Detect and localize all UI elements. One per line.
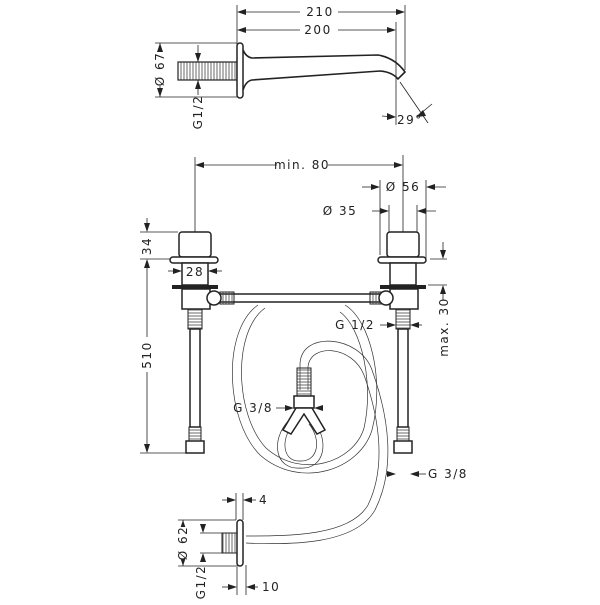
dimension-diameter-56: Ø 56 — [362, 180, 446, 258]
spout-thread-stub — [177, 61, 238, 81]
valves-view: min. 80 — [140, 155, 468, 545]
diameter-35-label: Ø 35 — [323, 204, 358, 218]
max-30-label: max. 30 — [437, 297, 451, 357]
dimension-diameter-35: Ø 35 — [323, 204, 436, 232]
dim-510-label: 510 — [140, 341, 154, 368]
dimension-34: 34 — [140, 218, 178, 260]
wall-connector-stub — [221, 532, 238, 554]
right-valve — [377, 231, 427, 454]
dim-4-label: 4 — [259, 493, 268, 507]
dimension-wall-thread: G1/2 — [194, 524, 222, 599]
spout-thread-label: G1/2 — [191, 95, 205, 130]
dimension-200: 200 — [237, 23, 396, 37]
g-3-8-center-label: G 3/8 — [233, 401, 273, 415]
dimension-g-half: G 1/2 — [335, 318, 422, 332]
diameter-56-label: Ø 56 — [386, 180, 421, 194]
dim-210-label: 210 — [306, 5, 333, 19]
dimension-max-30: max. 30 — [428, 242, 451, 357]
wall-thread-label: G1/2 — [194, 565, 208, 600]
spout-view: 210 200 Ø 67 G1/2 29° — [153, 5, 433, 129]
dimension-g-3-8-right: G 3/8 — [386, 467, 468, 481]
g-3-8-right-label: G 3/8 — [428, 467, 468, 481]
dim-34-label: 34 — [140, 237, 154, 255]
left-valve — [169, 231, 222, 454]
dim-10-label: 10 — [262, 580, 280, 594]
dimension-210: 210 — [237, 5, 405, 19]
diameter-62-label: Ø 62 — [176, 526, 190, 561]
g-half-label: G 1/2 — [335, 318, 375, 332]
dimension-diameter-67: Ø 67 — [153, 42, 237, 98]
pipe-fitting-left — [219, 291, 235, 305]
dimension-spout-thread: G1/2 — [191, 45, 205, 129]
dimension-min-80: min. 80 — [195, 158, 403, 172]
dim-28-label: 28 — [186, 265, 204, 279]
wall-connector-flange — [236, 519, 244, 567]
connecting-pipe — [219, 293, 386, 303]
flexible-hose — [232, 304, 389, 545]
dim-200-label: 200 — [304, 23, 331, 37]
dimension-510: 510 — [140, 259, 186, 454]
dimension-4: 4 — [222, 493, 268, 507]
dim-67-label: Ø 67 — [153, 52, 167, 87]
dimension-angle-29: 29° — [381, 81, 433, 127]
dimension-10: 10 — [222, 580, 280, 594]
dimension-g-3-8-center: G 3/8 — [233, 401, 323, 415]
spout-body — [242, 49, 407, 91]
min-80-label: min. 80 — [274, 158, 330, 172]
angle-29-label: 29° — [397, 113, 423, 127]
y-connector — [281, 367, 327, 435]
dimension-28: 28 — [168, 265, 222, 279]
dimension-diameter-62: Ø 62 — [176, 519, 236, 567]
wall-connector-view: 4 Ø 62 G1/2 10 — [176, 493, 280, 599]
spout-flange — [236, 42, 244, 99]
